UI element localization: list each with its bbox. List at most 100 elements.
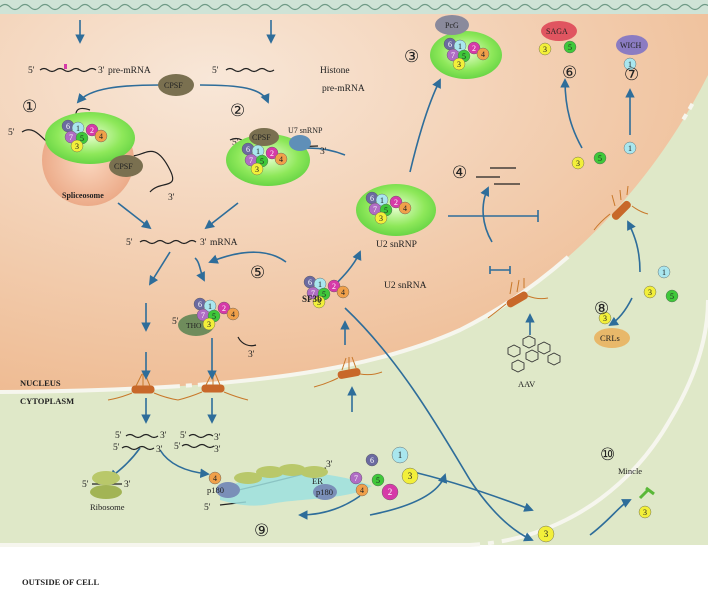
subunit-3-label: 3 — [643, 508, 647, 517]
ribosome-label: Ribosome — [90, 502, 125, 512]
step-3: ③ — [404, 47, 419, 66]
subunit-3 — [202, 317, 216, 331]
prime-label: 5' — [232, 138, 239, 148]
subunit-3 — [250, 162, 264, 176]
prime-label: 5' — [115, 431, 122, 441]
subunit-5-label: 5 — [670, 292, 674, 301]
prime-label: 3' — [124, 480, 131, 490]
subunit-1-label: 1 — [318, 280, 322, 289]
prime-label: 5' — [82, 480, 89, 490]
u2-snrna-label: U2 snRNA — [384, 281, 427, 291]
prime-label: 3' — [98, 66, 105, 76]
subunit-2 — [389, 195, 403, 209]
subunit-4-label: 4 — [99, 132, 103, 141]
subunit-7-label: 7 — [451, 51, 455, 60]
subunit-3-label: 3 — [543, 45, 547, 54]
subunit-6-label: 6 — [448, 40, 452, 49]
cpsf-complex — [249, 128, 279, 146]
crls-label: CRLs — [600, 333, 620, 343]
pcg-complex — [435, 15, 469, 35]
prime-label: 5' — [113, 443, 120, 453]
subunit-1 — [391, 446, 409, 464]
subunit-1-label: 1 — [256, 147, 260, 156]
subunit-2-label: 2 — [388, 487, 393, 497]
p180-receptor — [216, 482, 240, 498]
subunit-6-label: 6 — [66, 122, 70, 131]
subunit-3-label: 3 — [207, 320, 211, 329]
saga-label: SAGA — [546, 27, 568, 36]
subunit-2 — [327, 279, 341, 293]
subunit-3-label: 3 — [379, 214, 383, 223]
cpsf-complex — [158, 74, 194, 96]
subunit-3-label: 3 — [544, 529, 549, 539]
step-2: ② — [230, 101, 245, 120]
subunit-3 — [452, 57, 466, 71]
subunit-3-label: 3 — [75, 142, 79, 151]
subunit-3 — [538, 42, 552, 56]
sf3b-label: SF3b — [302, 294, 322, 304]
ribosome — [92, 471, 120, 485]
prime-label: 3' — [320, 147, 327, 157]
subunit-2-label: 2 — [222, 304, 226, 313]
subunit-5-label: 5 — [80, 134, 84, 143]
top-membrane — [0, 0, 708, 14]
subunit-1 — [623, 57, 637, 71]
cpsf-label: CPSF — [252, 133, 271, 142]
subunit-5-label: 5 — [212, 312, 216, 321]
subunit-3 — [571, 156, 585, 170]
prime-label: 3' — [160, 431, 167, 441]
subunit-5 — [593, 151, 607, 165]
subunit-5-label: 5 — [322, 290, 326, 299]
subunit-7-label: 7 — [249, 156, 253, 165]
outside-cell-label: OUTSIDE OF CELL — [22, 577, 99, 587]
subunit-1-label: 1 — [628, 144, 632, 153]
subunit-6-label: 6 — [308, 278, 312, 287]
subunit-5 — [665, 289, 679, 303]
mincle-label: Mincle — [618, 466, 642, 476]
subunit-3 — [638, 505, 652, 519]
subunit-2-label: 2 — [270, 149, 274, 158]
nucleus-label: NUCLEUS — [20, 378, 61, 388]
p180-receptor — [313, 484, 337, 500]
subunit-4-label: 4 — [360, 486, 364, 495]
subunit-3 — [312, 295, 326, 309]
prime-label: 5' — [28, 66, 35, 76]
u7-snrnp — [289, 135, 311, 151]
subunit-4-label: 4 — [279, 155, 283, 164]
subunit-2-label: 2 — [394, 198, 398, 207]
subunit-3-label: 3 — [576, 159, 580, 168]
subunit-4 — [398, 201, 412, 215]
wich-complex — [616, 35, 648, 55]
pre-mrna-label: pre-mRNA — [108, 66, 151, 76]
step-numbers: ① ② ③ ④ ⑤ ⑥ ⑦ ⑧ ⑨ ⑩ — [22, 47, 639, 540]
prime-label: 3' — [214, 445, 221, 455]
saga-complex — [541, 21, 577, 41]
subunit-5-label: 5 — [376, 476, 380, 485]
prime-label: 3' — [200, 238, 207, 248]
tho-label: THO — [186, 321, 202, 330]
prime-label: 3' — [326, 460, 333, 470]
subunit-1 — [657, 265, 671, 279]
subunit-3 — [643, 285, 657, 299]
subunit-3 — [401, 467, 419, 485]
prime-label: 5' — [180, 431, 187, 441]
subunit-1-label: 1 — [628, 60, 632, 69]
subunit-2-label: 2 — [332, 282, 336, 291]
step-8: ⑧ — [594, 299, 609, 318]
step-9: ⑨ — [254, 521, 269, 540]
subunit-2 — [467, 41, 481, 55]
nucleus-region — [0, 0, 708, 392]
u7-snrnp-label: U7 snRNP — [288, 126, 323, 135]
prime-label: 5' — [8, 128, 15, 138]
subunit-5-label: 5 — [260, 157, 264, 166]
u2-snrnp-label: U2 snRNP — [376, 240, 417, 250]
subunit-2 — [265, 146, 279, 160]
prime-label: 5' — [212, 66, 219, 76]
prime-label: 3' — [214, 433, 221, 443]
subunit-4 — [94, 129, 108, 143]
subunit-2 — [217, 301, 231, 315]
subunit-2-label: 2 — [90, 126, 94, 135]
degradation-lines — [476, 167, 520, 185]
